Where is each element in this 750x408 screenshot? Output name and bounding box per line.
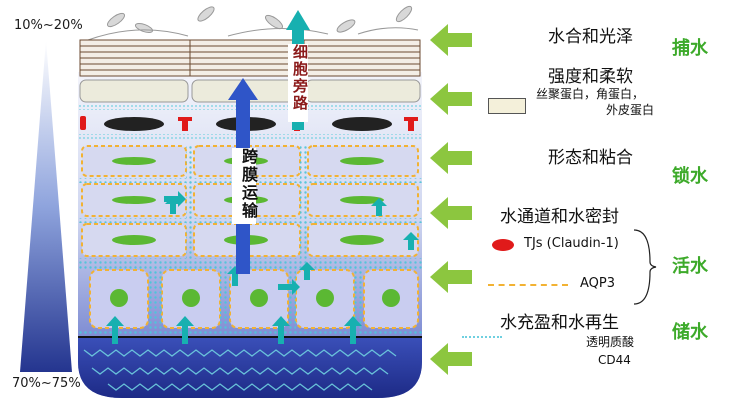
strength-label: 强度和柔软 [548, 67, 633, 87]
green-arrow-6 [430, 343, 472, 375]
green-arrow-1 [430, 24, 472, 56]
category-lock: 锁水 [672, 166, 708, 187]
hydration-label: 水合和光泽 [548, 27, 633, 47]
category-activate: 活水 [672, 256, 708, 277]
tjs-legend-label: TJs (Claudin-1) [524, 236, 619, 251]
green-arrow-column [430, 24, 472, 375]
skin-layers-diagram [78, 5, 422, 398]
top-percentage-label: 10%~20% [14, 18, 83, 33]
bottom-percentage-label: 70%~75% [12, 376, 81, 391]
hydration-gradient-triangle [20, 40, 72, 372]
green-arrow-3 [430, 142, 472, 174]
category-store: 储水 [672, 322, 708, 343]
transmembrane-label: 跨膜运输 [239, 148, 258, 220]
cd44-label: CD44 [598, 353, 631, 367]
protein-label-line1: 丝聚蛋白，角蛋白， [536, 87, 645, 101]
hyaluronic-legend-marker [462, 336, 502, 346]
morphology-label: 形态和粘合 [548, 148, 633, 168]
paracellular-arrow [286, 10, 310, 130]
green-arrow-5 [430, 261, 472, 293]
tjs-legend-marker [492, 239, 514, 251]
green-arrow-4 [430, 197, 472, 229]
regeneration-label: 水充盈和水再生 [500, 313, 619, 333]
protein-label-line2: 外皮蛋白 [606, 103, 655, 117]
hyaluronic-acid-label: 透明质酸 [586, 335, 635, 349]
water-flow-arrows [106, 191, 419, 344]
stratum-corneum [79, 39, 421, 77]
transmembrane-arrow [228, 78, 258, 274]
paracellular-label: 细胞旁路 [291, 44, 309, 112]
bracket [633, 229, 657, 305]
aqp3-legend-label: AQP3 [580, 276, 616, 291]
aqp3-legend-line [488, 284, 568, 286]
category-capture: 捕水 [672, 38, 708, 59]
green-arrow-2 [430, 83, 472, 115]
water-channel-label: 水通道和水密封 [500, 207, 619, 227]
protein-legend-swatch [488, 98, 526, 114]
